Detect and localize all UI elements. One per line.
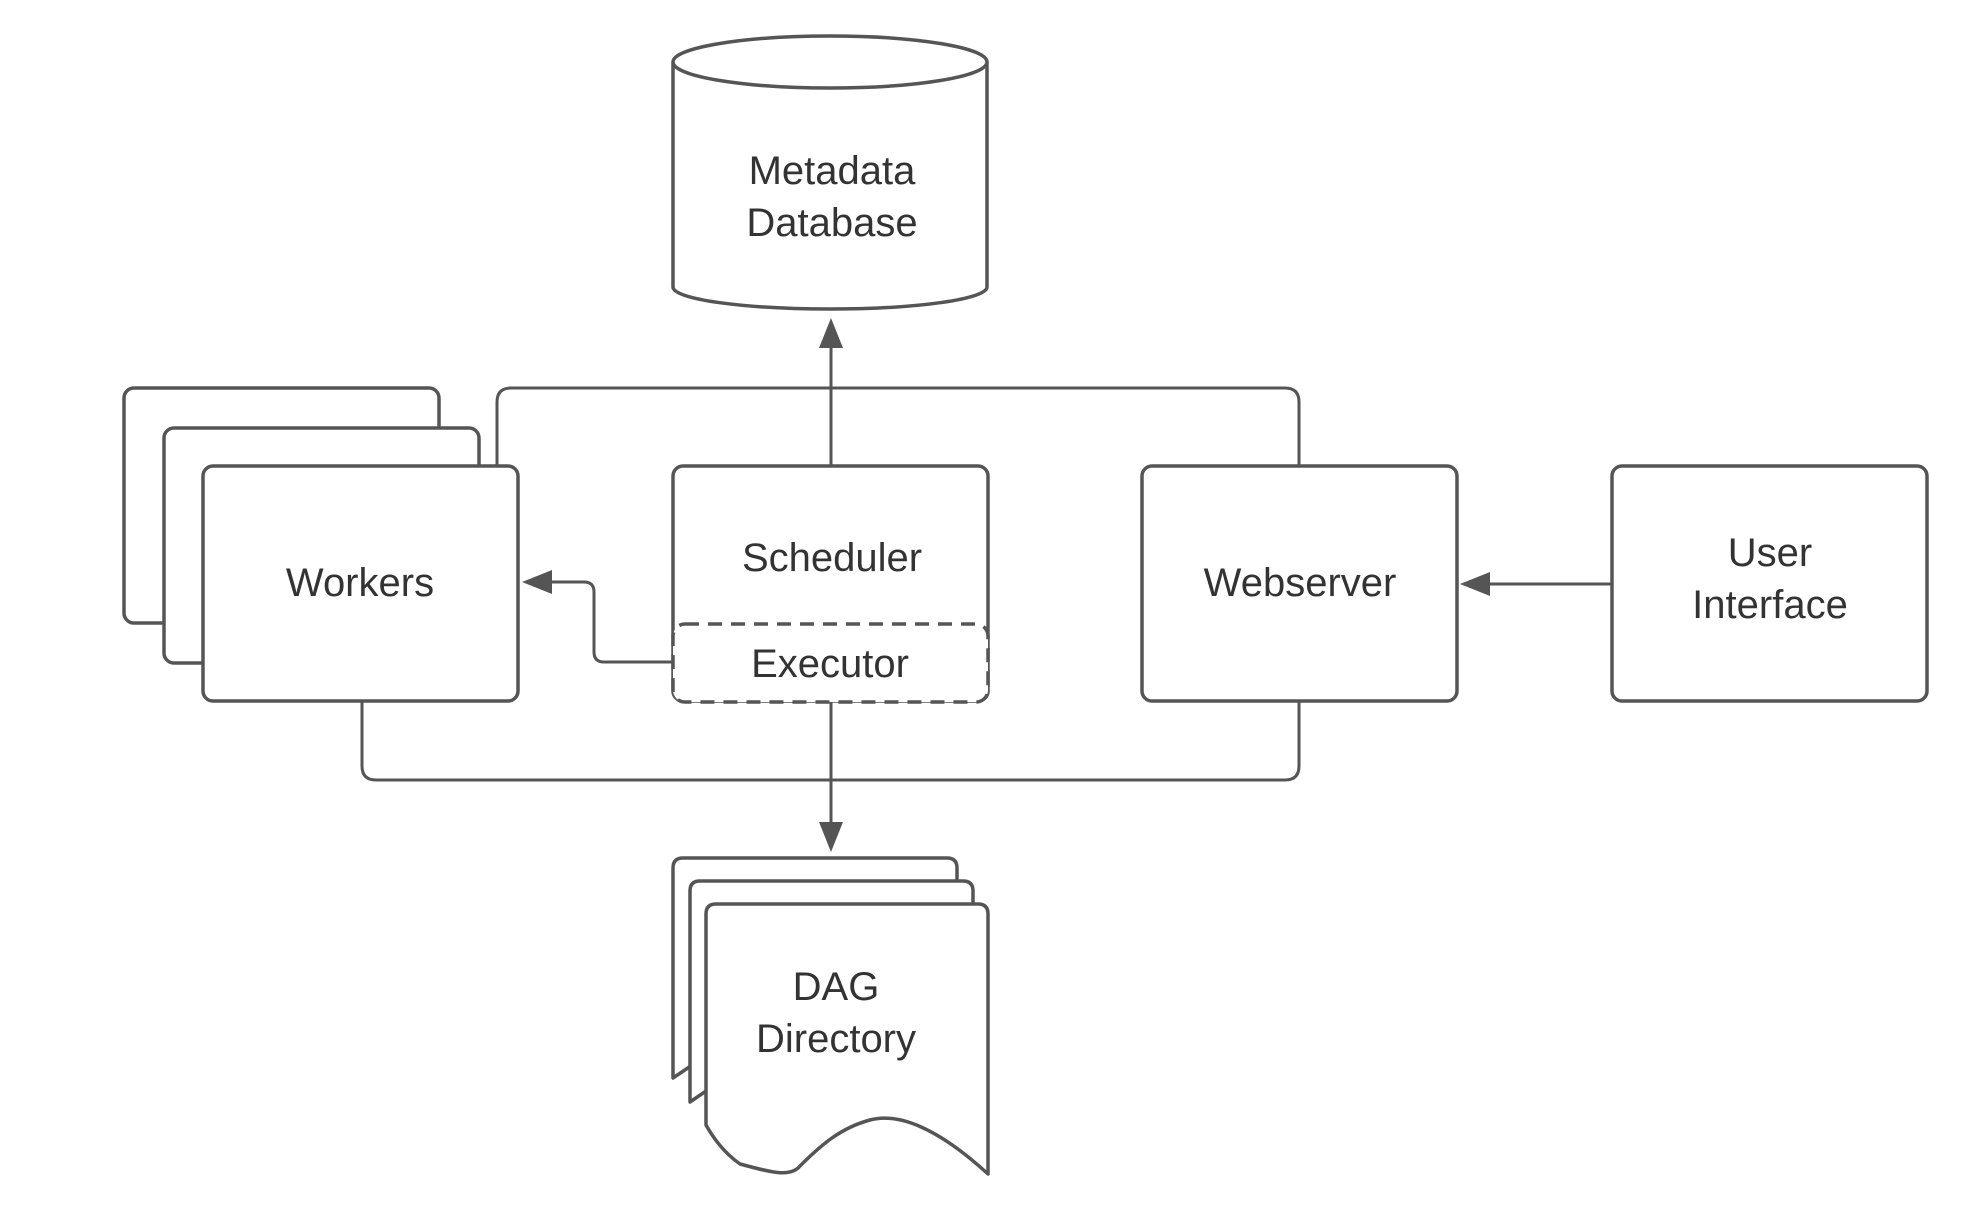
user-interface-label-line-1: User <box>1728 531 1812 575</box>
arrowhead-database <box>819 318 843 348</box>
dag-directory: DAG Directory <box>671 856 990 1176</box>
dag-directory-label-line-1: DAG <box>793 965 880 1009</box>
connector-top-bus <box>495 386 1301 466</box>
executor-label: Executor <box>751 642 909 686</box>
database-cylinder-top <box>671 34 989 90</box>
metadata-database: Metadata Database <box>671 34 989 311</box>
database-label-line-1: Metadata <box>749 149 917 193</box>
workers-label: Workers <box>286 561 434 605</box>
scheduler: Scheduler Executor <box>671 464 990 704</box>
arrowhead-workers <box>522 570 552 594</box>
executor-box <box>671 622 990 704</box>
worker-card-front <box>201 464 520 703</box>
connector-executor-to-workers <box>548 580 674 664</box>
arrowhead-dag-directory <box>819 822 843 852</box>
arrowhead-webserver <box>1460 572 1490 596</box>
workers-stack: Workers <box>122 386 520 703</box>
user-interface: User Interface <box>1610 464 1929 703</box>
database-label-line-2: Database <box>746 201 917 245</box>
user-interface-box <box>1610 464 1929 703</box>
scheduler-label: Scheduler <box>742 536 922 580</box>
webserver: Webserver <box>1140 464 1459 703</box>
webserver-label: Webserver <box>1204 561 1397 605</box>
webserver-box <box>1140 464 1459 703</box>
dag-directory-label-line-2: Directory <box>756 1017 916 1061</box>
database-cylinder-body <box>671 62 989 311</box>
dag-document-front <box>704 902 990 1176</box>
user-interface-label-line-2: Interface <box>1692 583 1848 627</box>
